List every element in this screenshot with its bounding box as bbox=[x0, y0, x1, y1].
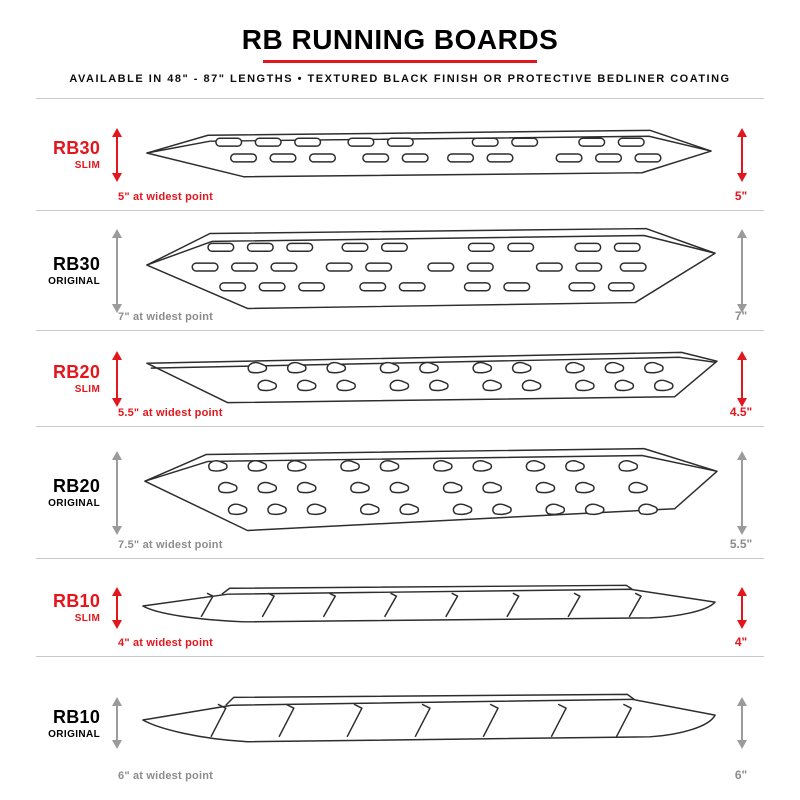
height-annotation: 5" bbox=[734, 189, 748, 203]
board-drawing bbox=[133, 443, 719, 543]
vertical-arrow-icon bbox=[736, 697, 747, 749]
vertical-arrow-icon bbox=[111, 127, 122, 182]
height-annotation: 7" bbox=[734, 309, 748, 323]
board-drawing bbox=[133, 584, 719, 632]
rb10-slim-board-icon bbox=[142, 584, 717, 623]
vertical-arrow-icon bbox=[736, 450, 747, 535]
model-name: RB10 bbox=[52, 706, 101, 727]
row-rb10-slim: RB10 SLIM bbox=[36, 559, 764, 657]
page-title: RB RUNNING BOARDS bbox=[241, 24, 559, 55]
model-name: RB20 bbox=[52, 362, 101, 382]
right-measure-arrow bbox=[719, 350, 764, 407]
vertical-arrow-icon bbox=[111, 697, 122, 749]
board-drawing bbox=[133, 127, 719, 183]
row-rb30-original: RB30 ORIGINAL bbox=[36, 211, 764, 331]
model-variant: ORIGINAL bbox=[48, 498, 101, 509]
left-measure-arrow bbox=[100, 697, 133, 749]
width-annotation: 5.5" at widest point bbox=[118, 407, 223, 419]
model-name: RB30 bbox=[52, 254, 101, 274]
width-annotation: 7.5" at widest point bbox=[118, 539, 223, 551]
height-annotation: 4" bbox=[734, 635, 748, 649]
left-measure-arrow bbox=[100, 350, 133, 407]
model-label: RB30 ORIGINAL bbox=[36, 254, 100, 287]
width-annotation: 6" at widest point bbox=[118, 770, 213, 782]
row-rb10-original: RB10 ORIGINAL bbox=[36, 657, 764, 789]
page-subtitle: AVAILABLE IN 48" - 87" LENGTHS • TEXTURE… bbox=[69, 73, 731, 85]
right-measure-arrow bbox=[719, 228, 764, 313]
left-measure-arrow bbox=[100, 228, 133, 313]
width-annotation: 4" at widest point bbox=[118, 637, 213, 649]
row-rb20-original: RB20 ORIGINAL bbox=[36, 427, 764, 559]
left-measure-arrow bbox=[100, 127, 133, 182]
right-measure-arrow bbox=[719, 127, 764, 182]
left-measure-arrow bbox=[100, 586, 133, 629]
model-name: RB10 bbox=[52, 591, 101, 611]
board-drawing bbox=[133, 223, 719, 319]
model-variant: ORIGINAL bbox=[48, 728, 101, 740]
vertical-arrow-icon bbox=[111, 450, 122, 535]
rb10-original-board-icon bbox=[142, 693, 717, 743]
rb20-slim-board-icon bbox=[146, 351, 719, 403]
model-label: RB10 SLIM bbox=[36, 591, 100, 624]
rb30-original-board-icon bbox=[146, 227, 717, 309]
right-measure-arrow bbox=[719, 697, 764, 749]
height-annotation: 5.5" bbox=[729, 537, 753, 551]
left-measure-arrow bbox=[100, 450, 133, 535]
vertical-arrow-icon bbox=[111, 228, 122, 313]
model-label: RB10 ORIGINAL bbox=[36, 707, 100, 740]
model-name: RB30 bbox=[52, 138, 101, 158]
model-variant: SLIM bbox=[74, 160, 101, 171]
model-label: RB30 SLIM bbox=[36, 138, 100, 171]
vertical-arrow-icon bbox=[736, 127, 747, 182]
vertical-arrow-icon bbox=[736, 350, 747, 407]
model-name: RB20 bbox=[52, 476, 101, 496]
header: RB RUNNING BOARDS AVAILABLE IN 48" - 87"… bbox=[0, 0, 800, 85]
model-variant: SLIM bbox=[74, 384, 101, 395]
model-label: RB20 SLIM bbox=[36, 362, 100, 395]
rb30-slim-board-icon bbox=[146, 129, 713, 177]
right-measure-arrow bbox=[719, 450, 764, 535]
right-measure-arrow bbox=[719, 586, 764, 629]
vertical-arrow-icon bbox=[736, 586, 747, 629]
vertical-arrow-icon bbox=[736, 228, 747, 313]
board-comparison-list: RB30 SLIM bbox=[36, 98, 764, 789]
vertical-arrow-icon bbox=[111, 586, 122, 629]
model-label: RB20 ORIGINAL bbox=[36, 476, 100, 509]
width-annotation: 7" at widest point bbox=[118, 311, 213, 323]
width-annotation: 5" at widest point bbox=[118, 191, 213, 203]
model-variant: SLIM bbox=[74, 613, 101, 624]
model-variant: ORIGINAL bbox=[48, 276, 101, 287]
board-drawing bbox=[133, 349, 719, 409]
board-drawing bbox=[133, 692, 719, 754]
rb20-original-board-icon bbox=[144, 447, 719, 531]
height-annotation: 4.5" bbox=[729, 405, 753, 419]
height-annotation: 6" bbox=[734, 768, 748, 782]
vertical-arrow-icon bbox=[111, 350, 122, 407]
title-underline bbox=[263, 60, 537, 63]
row-rb30-slim: RB30 SLIM bbox=[36, 99, 764, 211]
row-rb20-slim: RB20 SLIM bbox=[36, 331, 764, 427]
